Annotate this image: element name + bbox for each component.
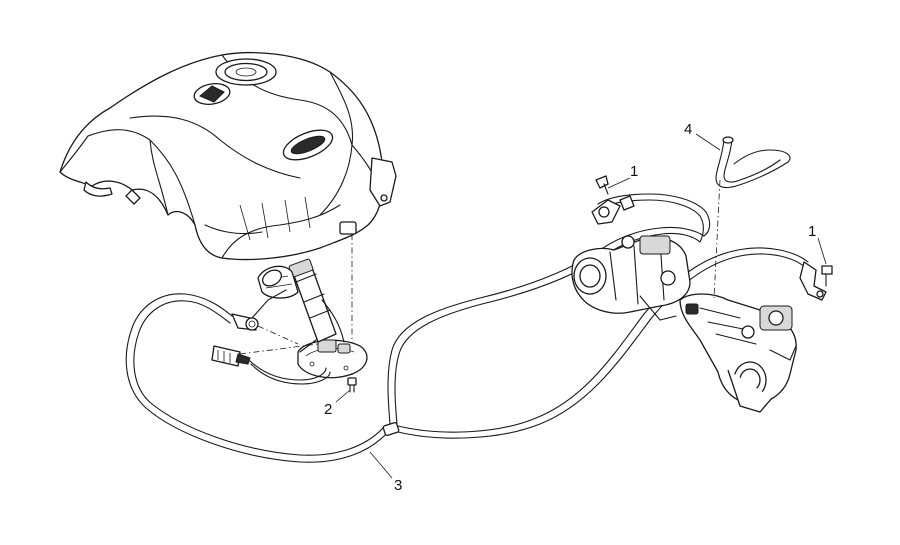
tank-emblem-top [193, 83, 231, 105]
callout-2: 2 [324, 401, 332, 418]
leader-line-3 [369, 451, 393, 479]
pump-mounting-screw [347, 377, 357, 393]
screw-right [821, 265, 833, 287]
callout-1-left: 1 [630, 163, 638, 180]
tank-emblem-side [282, 129, 334, 161]
throttle-body-front [571, 235, 691, 321]
leader-lines [335, 133, 827, 479]
hose-quick-connector [231, 313, 259, 331]
fuel-tank [59, 52, 397, 261]
alignment-line-hose-pump [257, 325, 299, 345]
throttle-body-rear [679, 293, 797, 413]
hose-fitting-left [591, 195, 635, 225]
leader-line-1-right [817, 237, 827, 265]
leader-line-4 [695, 133, 721, 151]
fuel-pump-assembly [251, 258, 368, 379]
leader-line-1-left [607, 177, 631, 189]
callout-3: 3 [394, 477, 402, 494]
breather-hose [715, 136, 791, 189]
screw-left [595, 175, 609, 195]
leader-line-2 [335, 389, 351, 403]
pump-electrical-connector [211, 345, 331, 385]
callout-1-right: 1 [808, 223, 816, 240]
hose-fitting-right [799, 261, 827, 301]
callout-4: 4 [684, 121, 692, 138]
alignment-line-breather [713, 179, 721, 299]
